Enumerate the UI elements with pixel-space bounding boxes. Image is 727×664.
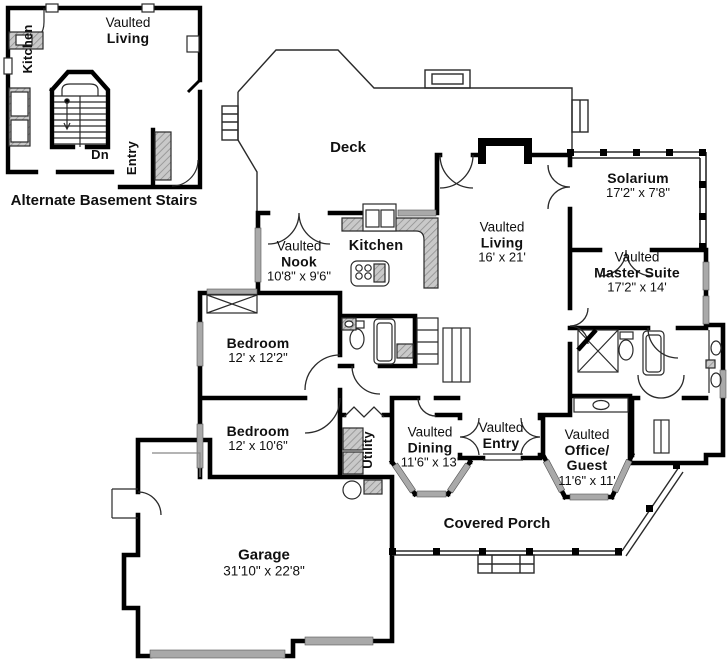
stove-burner: [364, 272, 372, 280]
front-door-sill: [483, 453, 523, 461]
washer: [396, 343, 414, 359]
solarium-posts: [567, 149, 706, 250]
closet-doors: [637, 374, 685, 399]
bath-window: [719, 369, 727, 399]
room-label-covered-porch: Covered Porch: [443, 514, 551, 532]
deck-stair-landing: [424, 69, 471, 89]
furnace: [363, 479, 383, 495]
solarium-glass-walls: [570, 151, 707, 250]
inset-label-kitchen: Kitchen: [20, 24, 36, 74]
stove-burner: [355, 264, 363, 272]
bedroom1-window: [196, 321, 204, 367]
solarium-master-doors: [599, 249, 653, 277]
living-solarium-doors: [547, 164, 571, 210]
master-toilet-tank: [619, 331, 634, 340]
room-label-nook: Vaulted Nook 10'8" x 9'6": [266, 238, 332, 284]
corner-shower: [577, 329, 619, 373]
living-deck-doors: [439, 154, 474, 189]
water-heater: [342, 480, 362, 500]
office-bay-window-left: [542, 459, 566, 493]
master-bath-door: [647, 327, 679, 359]
coat-closet: [442, 327, 471, 383]
inset-label-stairs-down: Dn: [91, 146, 109, 162]
dining-bay-window-left: [392, 462, 416, 494]
hall-dining-door: [417, 397, 437, 417]
room-label-entry: Vaulted Entry: [478, 419, 524, 451]
inset-entry-door: [171, 159, 199, 187]
nook-window: [254, 227, 262, 283]
room-label-living: Vaulted Living 16' x 21': [478, 219, 526, 265]
room-label-office-guest: Vaulted Office/ Guest 11'6" x 11': [558, 427, 616, 488]
inset-label-entry: Entry: [124, 140, 140, 176]
inset-window: [186, 35, 200, 53]
porch-railing: [392, 466, 684, 574]
inset-kitchen-sink: [15, 34, 33, 46]
deck-outline: [221, 49, 589, 213]
room-label-garage: Garage 31'10" x 22'8": [223, 546, 305, 578]
inset-caption: Alternate Basement Stairs: [10, 191, 198, 209]
inset-window: [141, 3, 155, 13]
kitchen-counter: [341, 217, 439, 289]
inset-window: [3, 57, 13, 75]
garage-door-2: [304, 636, 374, 646]
toilet-bowl: [349, 328, 365, 350]
window-seat: [206, 294, 258, 314]
room-label-solarium: Solarium 17'2" x 7'8": [605, 170, 671, 201]
fireplace: [478, 138, 532, 164]
deck-steps: [221, 105, 239, 141]
room-label-deck: Deck: [330, 138, 366, 156]
kitchen-window: [397, 209, 437, 217]
pantry: [416, 317, 439, 365]
entry-office-doors: [520, 417, 541, 456]
porch-posts: [389, 462, 680, 555]
inset-window: [45, 3, 59, 13]
stove-burner: [364, 264, 372, 272]
dining-bay-window-center: [416, 490, 447, 498]
room-label-kitchen: Kitchen: [348, 238, 404, 255]
utility-bifold-door: [343, 406, 385, 418]
master-window-2: [702, 295, 710, 325]
bathtub: [373, 318, 396, 365]
inset-entry-closet: [154, 131, 172, 181]
garage-side-door: [137, 491, 162, 516]
room-label-utility: Utility: [360, 431, 376, 469]
inset-label-living: Vaulted Living: [105, 14, 151, 46]
window-seat-glass: [206, 288, 258, 295]
exterior-walls: [121, 152, 726, 659]
room-label-bedroom-2: Bedroom 12' x 10'6": [226, 423, 290, 454]
garage-stoop: [111, 488, 138, 519]
bedroom1-door: [304, 354, 341, 391]
garage-door-1: [149, 649, 286, 659]
room-label-master-suite: Vaulted Master Suite 17'2" x 14': [594, 249, 680, 295]
stair-return: [61, 83, 99, 96]
nook-french-doors: [267, 212, 331, 245]
bath-door: [351, 365, 381, 395]
windows: [149, 209, 727, 659]
master-toilet-bowl: [618, 339, 634, 361]
fixtures: [111, 203, 722, 519]
stair-direction-arrow: [63, 102, 71, 131]
inset-details: [3, 3, 202, 187]
stove-burner: [355, 272, 363, 280]
office-bay-window-center: [569, 493, 609, 501]
guest-vanity: [573, 397, 629, 413]
bedroom2-door: [304, 397, 341, 434]
master-sink-1: [710, 340, 722, 356]
washer-dryer-1: [342, 427, 364, 451]
room-label-dining: Vaulted Dining 11'6" x 13': [400, 424, 460, 470]
guest-sink: [592, 399, 610, 411]
washer-dryer-2: [342, 451, 364, 475]
inset-refrigerator: [10, 91, 29, 117]
master-window-1: [702, 261, 710, 291]
inset-walls: [5, 5, 203, 190]
entry-dining-doors: [459, 417, 480, 456]
room-label-bedroom-1: Bedroom 12' x 12'2": [226, 335, 290, 366]
bath-sink: [344, 320, 354, 328]
dining-bay-window-right: [447, 462, 471, 494]
office-bay-window-right: [611, 458, 633, 494]
master-tub: [642, 330, 665, 376]
master-sink-2: [710, 372, 722, 388]
